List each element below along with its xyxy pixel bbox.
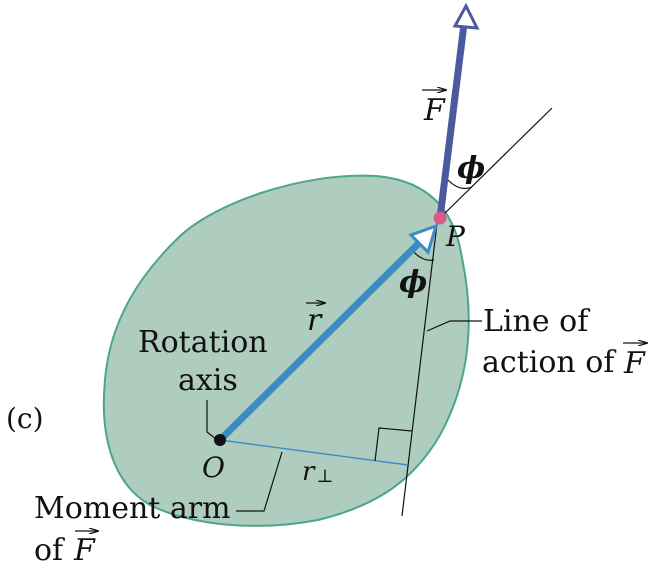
r-vector-label: r [307,303,323,338]
force-vector-arrowhead [452,2,480,30]
rotation-axis-label-line1: Rotation [138,325,268,360]
angle-label-bottom: ϕ [399,265,427,300]
force-label: F [423,93,446,128]
origin-label: O [202,451,225,484]
origin-point [214,434,226,446]
rotation-axis-label-line2: axis [178,363,238,398]
angle-arc-top [447,179,473,190]
panel-label: (c) [6,402,44,435]
rotation-axis-leader [206,400,217,440]
line-of-action-label-line1: Line of [483,304,590,339]
right-angle-marker [374,427,413,462]
force-vector-shaft [436,23,468,219]
moment-arm-leader [236,451,283,512]
r-perp-label: r⊥ [302,457,333,487]
line-of-action-label-line2: action of [482,345,616,380]
r-extension-line [439,107,553,219]
r-vector-shaft [217,238,424,443]
line-of-action-leader [426,320,482,332]
moment-arm-line [219,439,409,466]
r-perp-subscript: ⊥ [316,466,333,487]
moment-arm-label-line2: of [34,533,65,568]
point-P [433,211,447,225]
line-of-action-F-label: F [623,346,646,381]
angle-label-top: ϕ [457,151,485,186]
moment-arm-label-line1: Moment arm [34,491,231,526]
r-perp-symbol: r [302,457,316,487]
r-vector-arrowhead [408,223,439,255]
point-P-label: P [445,220,466,253]
moment-arm-F-label: F [73,533,96,568]
